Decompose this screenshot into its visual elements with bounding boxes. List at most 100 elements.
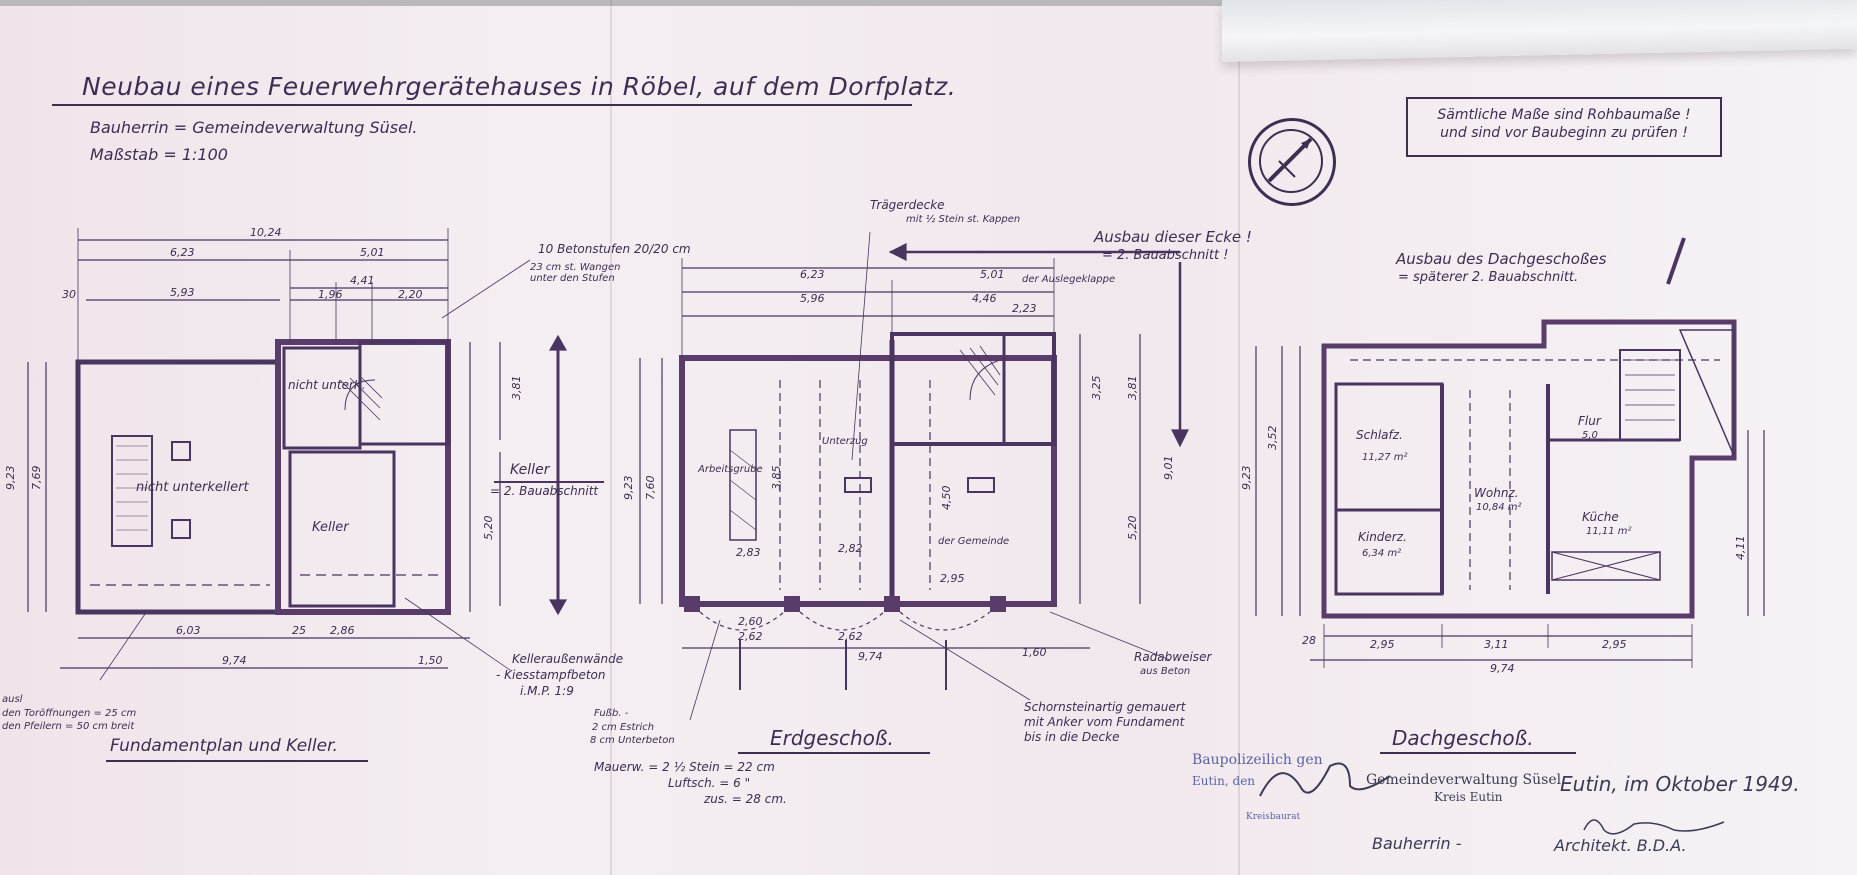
- annotation: mit Anker vom Fundament: [1024, 715, 1185, 729]
- place-date: Eutin, im Oktober 1949.: [1560, 772, 1800, 796]
- dim-text: 9,74: [1490, 662, 1515, 675]
- dim-text: 9,23: [4, 466, 17, 491]
- dim-text: 9,23: [1240, 466, 1253, 491]
- dim-text: 5,96: [800, 292, 825, 305]
- plan-caption: Fundamentplan und Keller.: [110, 736, 338, 756]
- dim-text: 5,01: [360, 246, 385, 259]
- approval-stamp-office: Kreisbaurat: [1246, 812, 1301, 822]
- dim-text: 3,11: [1484, 638, 1509, 651]
- dim-text: 3,85: [770, 466, 783, 491]
- annotation: Arbeitsgrube: [698, 464, 763, 475]
- dim-text: 4,46: [972, 292, 997, 305]
- room-label: Kinderz.: [1358, 530, 1407, 544]
- dim-text: 4,50: [940, 486, 953, 511]
- dim-text: 4,11: [1734, 536, 1747, 561]
- dim-text: 30: [62, 288, 76, 301]
- ground-floor-plan: [639, 231, 1189, 721]
- dim-text: 28: [1302, 634, 1316, 647]
- plan-caption: Erdgeschoß.: [770, 726, 894, 750]
- dim-text: 5,20: [1126, 516, 1139, 541]
- dim-text: 25: [292, 624, 306, 637]
- annotation: Unterzug: [822, 436, 868, 447]
- dim-text: 1,60: [1022, 646, 1047, 659]
- annotation: der Gemeinde: [938, 536, 1010, 547]
- dim-text: 1,96: [318, 288, 343, 301]
- dim-text: 2,62: [738, 630, 763, 643]
- dim-text: 2,95: [940, 572, 965, 585]
- architect-signature-mark: [1583, 819, 1725, 835]
- north-arrow-icon: [1248, 118, 1336, 206]
- room-label: Keller: [312, 520, 349, 535]
- note-line-2: und sind vor Baubeginn zu prüfen !: [1440, 125, 1688, 141]
- dim-text: 9,74: [858, 650, 883, 663]
- dim-text: 3,81: [510, 376, 523, 401]
- annotation: Trägerdecke: [870, 198, 945, 212]
- dim-text: 10,24: [250, 226, 282, 239]
- dim-text: 3,81: [1126, 376, 1139, 401]
- room-label: nicht unterkellert: [136, 480, 249, 495]
- drawing-title: Neubau eines Feuerwehrgerätehauses in Rö…: [82, 72, 957, 101]
- caption-underline: [1380, 752, 1576, 754]
- annotation: Luftsch. = 6 ": [668, 776, 751, 790]
- room-area: 5,0: [1582, 430, 1598, 441]
- dim-text: 6,23: [170, 246, 195, 259]
- dim-text: 2,82: [838, 542, 863, 555]
- annotation: Ausbau des Dachgeschoßes: [1396, 250, 1607, 268]
- annotation: 8 cm Unterbeton: [590, 735, 675, 746]
- municipality-stamp: Gemeindeverwaltung Süsel: [1366, 772, 1562, 788]
- annotation: ausl: [2, 694, 23, 705]
- room-label: nicht unterK.: [288, 378, 366, 392]
- annotation: bis in die Decke: [1024, 730, 1120, 744]
- scale-line: Maßstab = 1:100: [90, 145, 228, 164]
- room-label: Wohnz.: [1474, 486, 1519, 500]
- dim-text: 5,01: [980, 268, 1005, 281]
- dim-text: 5,20: [482, 516, 495, 541]
- title-underline: [52, 104, 912, 106]
- dim-text: 7,60: [644, 476, 657, 501]
- paper-seam: [610, 0, 612, 875]
- dim-text: 3,25: [1090, 376, 1103, 401]
- annotation: den Toröffnungen = 25 cm: [2, 708, 137, 719]
- dim-text: 2,86: [330, 624, 355, 637]
- annotation: 10 Betonstufen 20/20 cm: [538, 242, 691, 256]
- municipality-stamp-district: Kreis Eutin: [1434, 790, 1503, 804]
- approval-stamp-date: Eutin, den: [1192, 774, 1256, 788]
- annotation: Ausbau dieser Ecke !: [1094, 228, 1252, 246]
- note-line-1: Sämtliche Maße sind Rohbaumaße !: [1437, 107, 1691, 123]
- dim-text: 9,74: [222, 654, 247, 667]
- room-label: Küche: [1582, 510, 1619, 524]
- annotation: = 2. Bauabschnitt !: [1102, 248, 1229, 263]
- architect-label: Architekt. B.D.A.: [1554, 836, 1687, 855]
- dim-text: 1,50: [418, 654, 443, 667]
- dim-text: 2,95: [1602, 638, 1627, 651]
- caption-underline: [106, 760, 368, 762]
- room-area: 10,84 m²: [1476, 502, 1522, 513]
- annotation: Kelleraußenwände: [512, 652, 624, 666]
- dim-text: 2,95: [1370, 638, 1395, 651]
- annotation: = 2. Bauabschnitt: [490, 484, 599, 498]
- approval-stamp: Baupolizeilich gen: [1192, 752, 1323, 768]
- room-label: Schlafz.: [1356, 428, 1403, 442]
- dim-text: 2,20: [398, 288, 423, 301]
- room-area: 11,11 m²: [1586, 526, 1632, 537]
- dimensions-note-box: Sämtliche Maße sind Rohbaumaße ! und sin…: [1406, 97, 1722, 157]
- dim-text: 7,69: [30, 466, 43, 491]
- room-label: Flur: [1578, 414, 1601, 428]
- annotation: Keller: [510, 462, 550, 478]
- annotation: i.M.P. 1:9: [520, 684, 574, 698]
- dim-text: 9,01: [1162, 456, 1175, 481]
- annotation: zus. = 28 cm.: [704, 792, 787, 806]
- dim-text: 5,93: [170, 286, 195, 299]
- annotation: aus Beton: [1140, 666, 1191, 677]
- scan-top-edge: [0, 0, 1857, 6]
- annotation: = späterer 2. Bauabschnitt.: [1398, 270, 1579, 285]
- signature-mark: [1259, 762, 1391, 797]
- annotation: Mauerw. = 2 ½ Stein = 22 cm: [594, 760, 775, 774]
- annotation: Radabweiser: [1134, 650, 1212, 664]
- annotation: der Auslegeklappe: [1022, 274, 1116, 285]
- dim-text: 2,62: [838, 630, 863, 643]
- dim-text: 2,60: [738, 615, 763, 628]
- dim-text: 3,52: [1266, 426, 1279, 451]
- annotation: mit ½ Stein st. Kappen: [906, 214, 1021, 225]
- annotation: 2 cm Estrich: [592, 722, 655, 733]
